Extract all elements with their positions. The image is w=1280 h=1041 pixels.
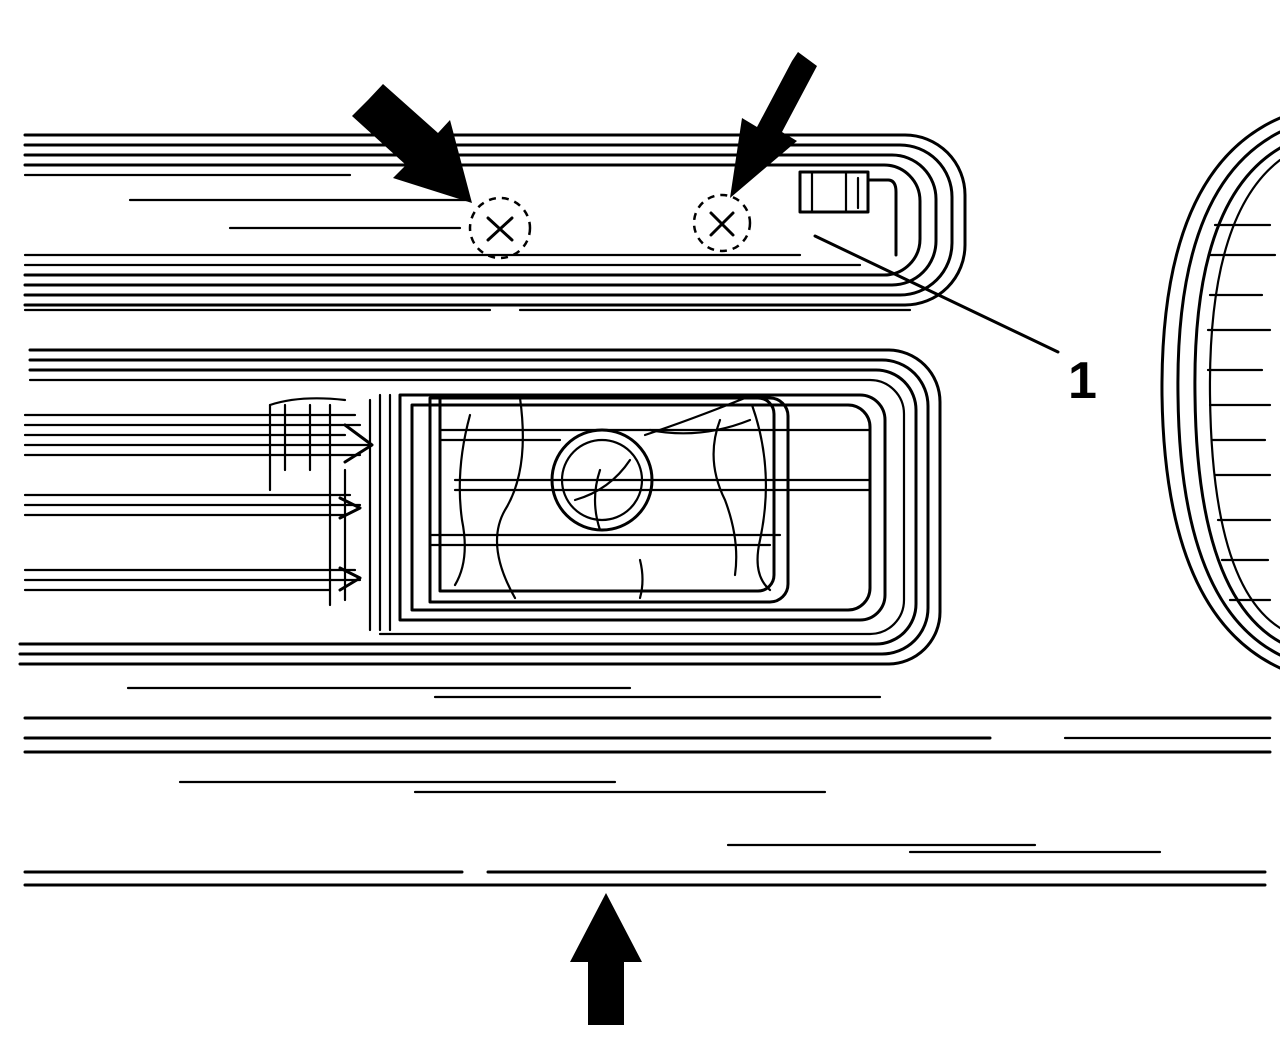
arrow-right-screw-icon [730,52,817,198]
arrow-bottom-up-icon [570,893,642,1025]
arrow-left-screw-icon [352,84,472,203]
callout-1: 1 [813,234,1097,410]
callout-label-1: 1 [1068,352,1097,410]
headlamp-housing [18,348,942,666]
upper-trim-strip [23,133,967,312]
lower-body-lines [23,686,1272,887]
screw-right [692,193,752,253]
adjacent-round-lamp [1160,116,1280,670]
screw-left [468,196,532,260]
